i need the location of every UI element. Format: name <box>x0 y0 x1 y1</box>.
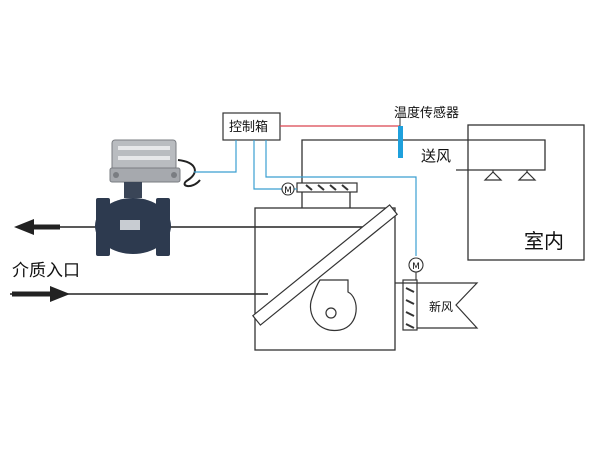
fresh-air-duct <box>395 282 479 329</box>
fresh-air-label: 新风 <box>429 299 453 314</box>
signal-wire-supply-damper <box>253 140 297 190</box>
electric-ball-valve-icon <box>95 139 201 256</box>
damper-motor-icon: M <box>408 257 424 280</box>
signal-wire-valve <box>194 140 237 173</box>
centrifugal-fan-icon <box>309 279 357 332</box>
temp-sensor-label: 温度传感器 <box>394 105 459 121</box>
temperature-sensor-icon <box>398 118 403 158</box>
motor-label-fresh: M <box>412 262 420 272</box>
damper-motor-icon: M <box>281 182 295 196</box>
medium-inlet-label: 介质入口 <box>12 261 80 281</box>
diffuser-icon <box>483 170 537 181</box>
arrow-left-icon <box>14 219 60 235</box>
control-box <box>222 112 281 141</box>
motor-label-supply: M <box>284 186 292 196</box>
indoor-label: 室内 <box>524 229 564 253</box>
air-handling-unit <box>251 192 399 351</box>
indoor-room <box>467 124 585 261</box>
supply-air-duct <box>301 139 546 192</box>
signal-wire-fresh-damper <box>265 140 417 256</box>
fresh-air-damper <box>402 279 418 331</box>
cooling-coil <box>251 204 399 326</box>
arrow-right-icon <box>12 286 70 302</box>
supply-air-label: 送风 <box>421 147 451 165</box>
control-box-label: 控制箱 <box>229 119 268 135</box>
supply-air-damper <box>296 182 358 193</box>
